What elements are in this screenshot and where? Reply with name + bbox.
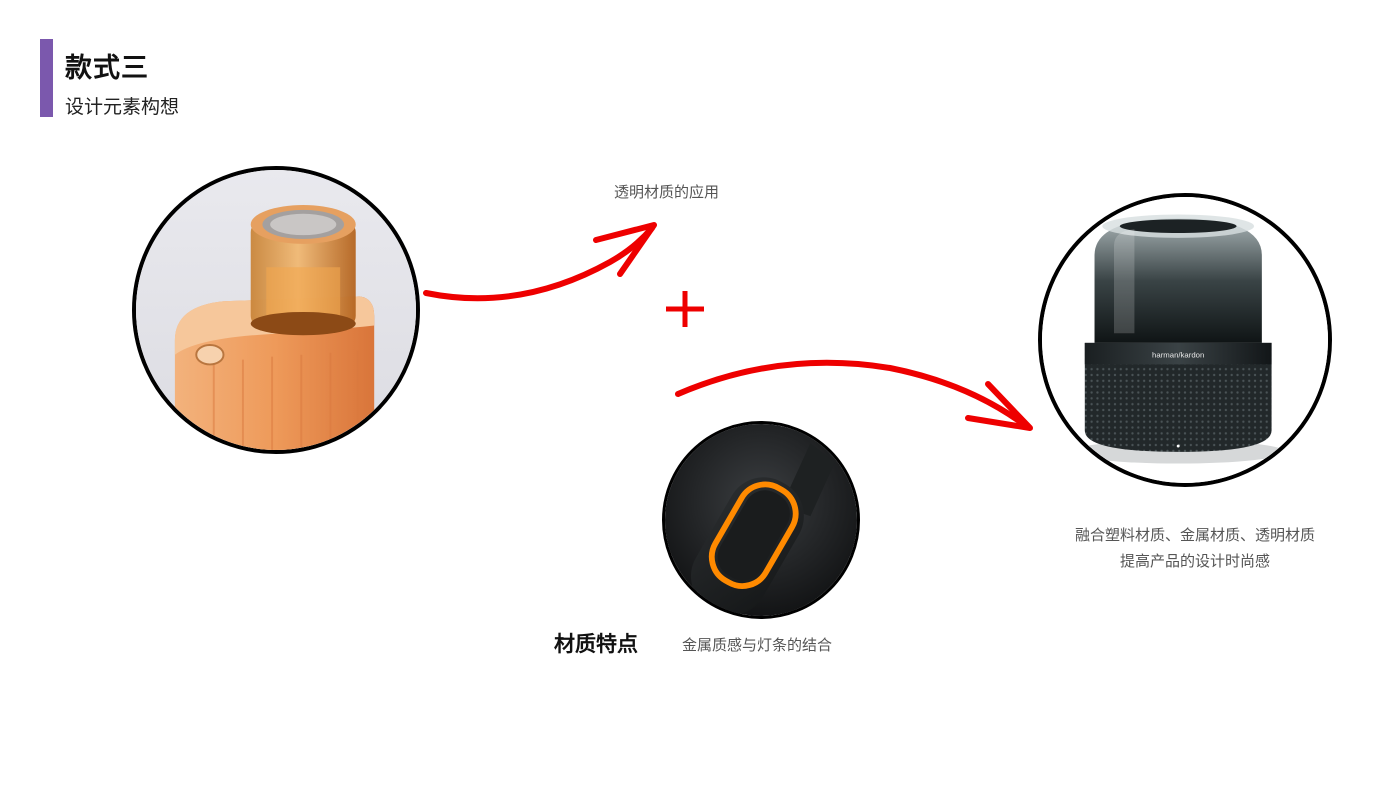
caption-transparent-material: 透明材质的应用: [614, 181, 719, 202]
humidifier-illustration: [136, 170, 416, 450]
caption-speaker: 融合塑料材质、金属材质、透明材质 提高产品的设计时尚感: [1050, 522, 1340, 574]
humidifier-image: [132, 166, 420, 454]
page-title: 款式三: [65, 46, 149, 85]
speaker-brand-text: harman/kardon: [1152, 351, 1204, 360]
plus-icon: [666, 291, 704, 327]
caption-speaker-line1: 融合塑料材质、金属材质、透明材质: [1050, 522, 1340, 548]
speaker-illustration: harman/kardon: [1042, 197, 1328, 483]
header-accent-bar: [40, 39, 53, 117]
arrow-upper-icon: [426, 228, 652, 298]
feature-label: 材质特点: [554, 628, 638, 658]
arrow-lower-icon: [678, 363, 1026, 426]
feature-description: 金属质感与灯条的结合: [682, 634, 832, 655]
caption-speaker-line2: 提高产品的设计时尚感: [1050, 548, 1340, 574]
page-subtitle: 设计元素构想: [65, 92, 179, 119]
speaker-image: harman/kardon: [1038, 193, 1332, 487]
lightbar-illustration: [665, 424, 857, 616]
lightbar-image: [662, 421, 860, 619]
